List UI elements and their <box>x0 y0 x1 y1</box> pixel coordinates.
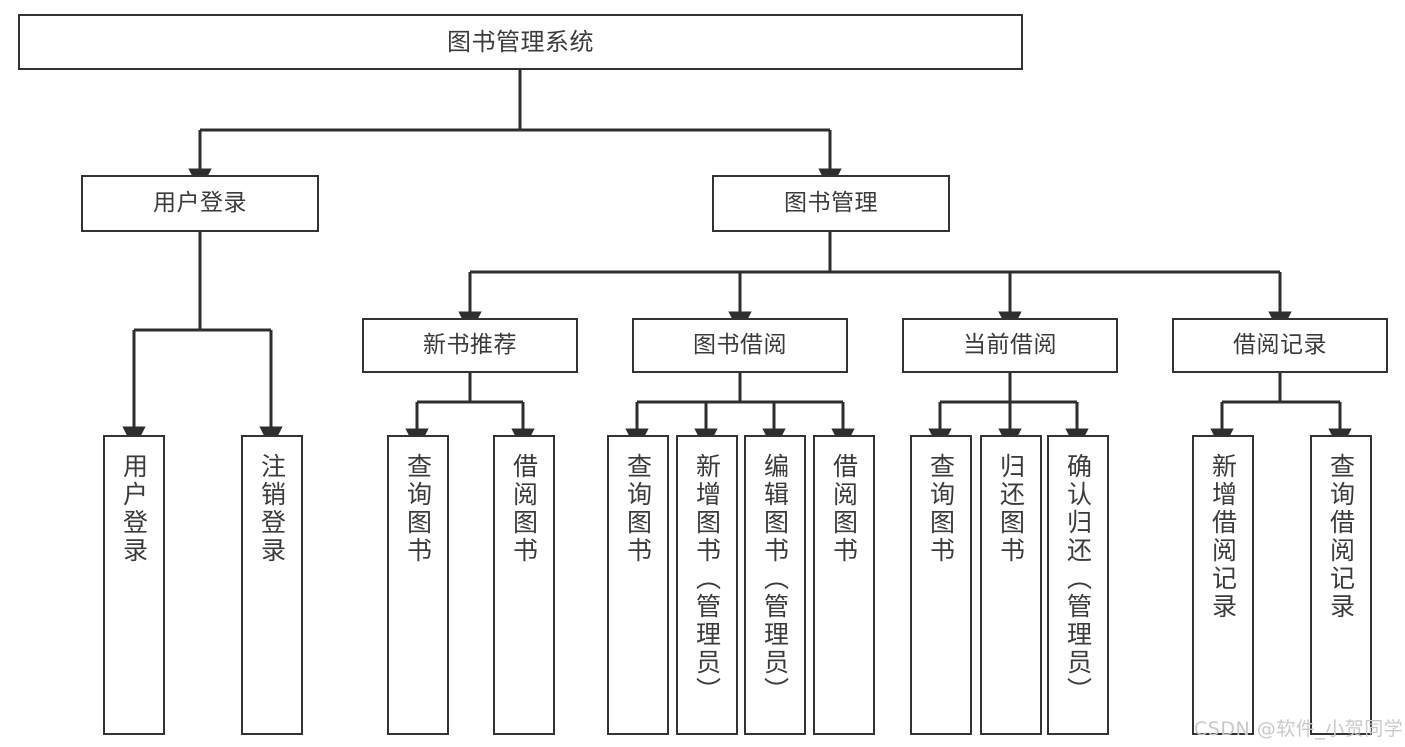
node-root-system[interactable]: 图书管理系统 <box>18 14 1023 70</box>
node-leaf-query-book-2[interactable]: 查询图书 <box>607 435 669 735</box>
node-leaf-add-book-admin[interactable]: 新增图书（管理员） <box>676 435 738 735</box>
node-borrow-record[interactable]: 借阅记录 <box>1172 318 1388 373</box>
csdn-watermark: CSDN @软件_小贺同学 <box>1194 718 1404 740</box>
node-book-management[interactable]: 图书管理 <box>712 175 950 232</box>
node-label: 用户登录 <box>119 453 149 565</box>
node-label: 借阅记录 <box>1233 331 1327 358</box>
node-label: 图书借阅 <box>693 331 787 358</box>
node-label: 查询借阅记录 <box>1326 453 1356 621</box>
node-leaf-edit-book-admin[interactable]: 编辑图书（管理员） <box>744 435 806 735</box>
node-leaf-borrow-book-2[interactable]: 借阅图书 <box>813 435 875 735</box>
node-label: 归还图书 <box>996 453 1026 565</box>
node-label: 新书推荐 <box>423 331 517 358</box>
node-label: 用户登录 <box>153 189 247 216</box>
node-label: 新增图书（管理员） <box>692 453 722 705</box>
node-label: 查询图书 <box>623 453 653 565</box>
node-label: 编辑图书（管理员） <box>760 453 790 705</box>
node-book-borrow[interactable]: 图书借阅 <box>632 318 848 373</box>
node-label: 借阅图书 <box>829 453 859 565</box>
node-leaf-confirm-return-admin[interactable]: 确认归还（管理员） <box>1047 435 1109 735</box>
node-label: 查询图书 <box>926 453 956 565</box>
node-label: 图书管理系统 <box>447 27 594 56</box>
node-user-login[interactable]: 用户登录 <box>81 175 319 232</box>
node-label: 图书管理 <box>784 189 878 216</box>
node-label: 查询图书 <box>403 453 433 565</box>
node-new-book-recommend[interactable]: 新书推荐 <box>362 318 578 373</box>
node-label: 注销登录 <box>257 453 287 565</box>
node-current-borrow[interactable]: 当前借阅 <box>902 318 1118 373</box>
node-label: 确认归还（管理员） <box>1063 453 1093 705</box>
node-leaf-logout-login[interactable]: 注销登录 <box>241 435 303 735</box>
node-leaf-query-borrow-record[interactable]: 查询借阅记录 <box>1310 435 1372 735</box>
node-label: 借阅图书 <box>509 453 539 565</box>
node-label: 新增借阅记录 <box>1208 453 1238 621</box>
node-leaf-query-book-1[interactable]: 查询图书 <box>387 435 449 735</box>
node-leaf-return-book[interactable]: 归还图书 <box>980 435 1042 735</box>
node-leaf-user-login[interactable]: 用户登录 <box>103 435 165 735</box>
node-leaf-query-book-3[interactable]: 查询图书 <box>910 435 972 735</box>
node-leaf-add-borrow-record[interactable]: 新增借阅记录 <box>1192 435 1254 735</box>
node-label: 当前借阅 <box>963 331 1057 358</box>
node-leaf-borrow-book-1[interactable]: 借阅图书 <box>493 435 555 735</box>
